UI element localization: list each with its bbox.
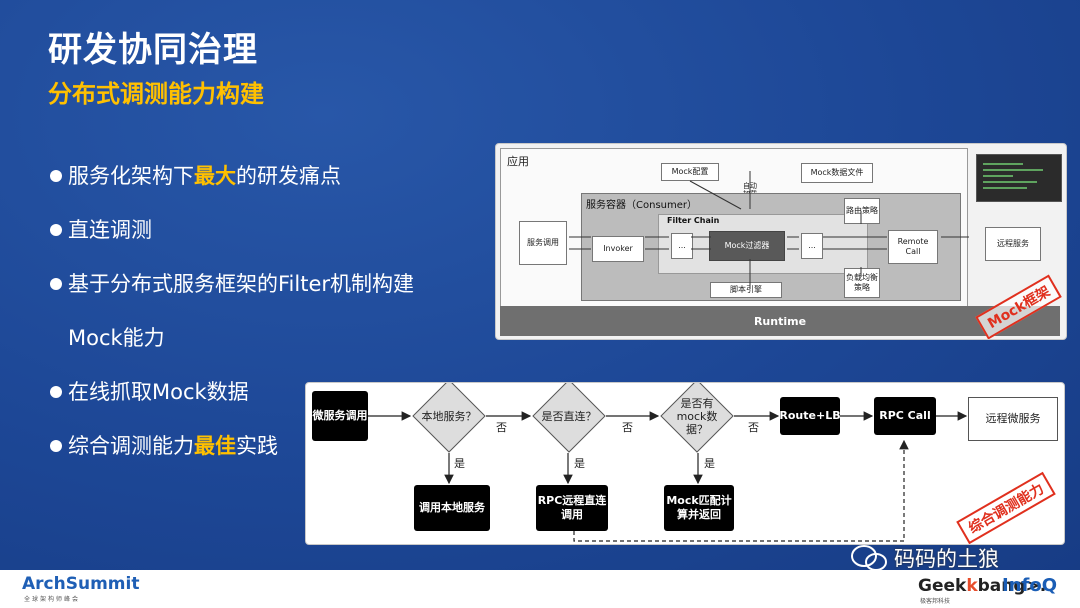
- wechat-watermark: 码码的土狼: [850, 538, 999, 578]
- infoq-logo: InfoQ: [1002, 575, 1058, 596]
- filter-chain-label: Filter Chain: [667, 216, 720, 225]
- bullet-dot-icon: [50, 224, 62, 236]
- remote-call-box: Remote Call: [888, 230, 938, 264]
- bullet-item: 直连调测: [48, 212, 488, 266]
- bullet-item: 在线抓取Mock数据: [48, 374, 488, 428]
- bullet-text: 综合调测能力: [68, 434, 194, 458]
- script-engine-box: 脚本引擎: [710, 282, 782, 298]
- bullet-text: 在线抓取Mock数据: [68, 380, 249, 404]
- invoker-box: Invoker: [592, 236, 644, 262]
- bullet-text: 的研发痛点: [236, 164, 341, 188]
- bullet-text: 服务化架构下: [68, 164, 194, 188]
- bullet-continuation: Mock能力: [48, 320, 488, 374]
- archsummit-subtitle: 全球架构师峰会: [24, 596, 81, 603]
- mock-data-file-box: Mock数据文件: [801, 163, 873, 183]
- filter-chain: Filter Chain ... Mock过滤器 ...: [658, 214, 868, 274]
- flow-arrows: [368, 411, 968, 542]
- geekbang-subtitle: 极客邦科技: [920, 598, 951, 605]
- rpc-direct-call-box: RPC远程直连调用: [536, 485, 608, 531]
- decision-label: 是否直连？: [541, 409, 597, 423]
- debug-flow-diagram: 微服务调用 本地服务？ 是否直连？ 是否有mock数据？ Route+LB RP…: [305, 382, 1065, 545]
- mock-framework-diagram: 应用 Mock配置 Mock数据文件 自动加载 服务调用 服务容器（Consum…: [495, 143, 1067, 340]
- container-label: 服务容器（Consumer）: [586, 200, 697, 211]
- routing-box: 路由策略: [844, 198, 880, 224]
- load-balance-box: 负载均衡策略: [844, 268, 880, 298]
- mock-config-box: Mock配置: [661, 163, 719, 181]
- architecture-arrows: [569, 171, 969, 289]
- yes-label: 是: [574, 457, 585, 470]
- code-thumbnail: [976, 154, 1062, 202]
- watermark-text: 码码的土狼: [894, 547, 999, 571]
- call-local-service-box: 调用本地服务: [414, 485, 490, 531]
- service-container: 服务容器（Consumer） Filter Chain ... Mock过滤器 …: [581, 193, 961, 301]
- bullet-text: 实践: [236, 434, 278, 458]
- decision-label: 本地服务？: [421, 409, 477, 423]
- yes-label: 是: [704, 457, 715, 470]
- service-call-box: 服务调用: [519, 221, 567, 265]
- bullet-text: Mock能力: [68, 326, 165, 350]
- bullet-list: 服务化架构下最大的研发痛点 直连调测 基于分布式服务框架的Filter机制构建 …: [48, 158, 488, 482]
- bullet-text: 基于分布式服务框架的Filter机制构建: [68, 272, 415, 296]
- bullet-item: 基于分布式服务框架的Filter机制构建: [48, 266, 488, 320]
- mock-data-decision: 是否有mock数据？: [660, 383, 734, 453]
- mock-filter-box: Mock过滤器: [709, 231, 785, 261]
- bullet-dot-icon: [50, 170, 62, 182]
- geekbang-logo: Geekkbang>.: [918, 576, 1047, 596]
- direct-connect-decision: 是否直连？: [532, 383, 606, 453]
- slide-subtitle: 分布式调测能力构建: [48, 80, 264, 108]
- bullet-item: 服务化架构下最大的研发痛点: [48, 158, 488, 212]
- slide-title: 研发协同治理: [48, 30, 258, 70]
- bullet-dot-icon: [50, 278, 62, 290]
- remote-service-box: 远程服务: [985, 227, 1041, 261]
- decision-label: 是否有mock数据？: [676, 396, 718, 436]
- remote-micro-service-box: 远程微服务: [968, 397, 1058, 441]
- bullet-highlight: 最大: [194, 164, 236, 188]
- no-label: 否: [748, 421, 759, 434]
- no-label: 否: [622, 421, 633, 434]
- micro-service-call-box: 微服务调用: [312, 391, 368, 441]
- bullet-dot-icon: [50, 440, 62, 452]
- bullet-text: 直连调测: [68, 218, 152, 242]
- rpc-call-box: RPC Call: [874, 397, 936, 435]
- footer-bar: ArchSummit 全球架构师峰会 Geekkbang>. 极客邦科技 Inf…: [0, 570, 1080, 608]
- runtime-bar: Runtime: [500, 306, 1060, 336]
- bullet-highlight: 最佳: [194, 434, 236, 458]
- bullet-dot-icon: [50, 386, 62, 398]
- bullet-item: 综合调测能力最佳实践: [48, 428, 488, 482]
- no-label: 否: [496, 421, 507, 434]
- local-service-decision: 本地服务？: [412, 383, 486, 453]
- filter-ellipsis-right: ...: [801, 233, 823, 259]
- filter-ellipsis-left: ...: [671, 233, 693, 259]
- app-label: 应用: [507, 155, 529, 168]
- application-box: 应用 Mock配置 Mock数据文件 自动加载 服务调用 服务容器（Consum…: [500, 148, 1041, 334]
- yes-label: 是: [454, 457, 465, 470]
- wechat-icon: [850, 543, 888, 573]
- archsummit-logo: ArchSummit: [22, 574, 140, 594]
- mock-match-return-box: Mock匹配计算并返回: [664, 485, 734, 531]
- route-lb-box: Route+LB: [779, 397, 841, 435]
